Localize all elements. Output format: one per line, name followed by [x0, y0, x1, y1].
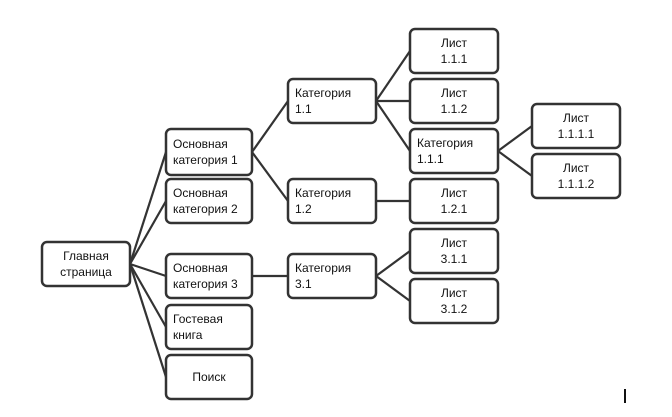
node-home: Главная страница	[40, 240, 132, 288]
node-label-line: Основная	[173, 137, 228, 151]
node-search: Поиск	[164, 353, 254, 401]
node-box	[408, 127, 500, 175]
edge-home-main3	[129, 262, 167, 278]
node-label-line: Категория	[295, 186, 351, 200]
node-leaf111: Лист 1.1.1	[408, 27, 500, 75]
node-label-line: 1.1.1	[441, 52, 468, 66]
node-cat12: Категория 1.2	[286, 177, 378, 225]
node-label-line: 1.1	[295, 102, 312, 116]
node-box	[408, 27, 500, 75]
node-label-line: категория 1	[173, 153, 238, 167]
node-box	[164, 303, 254, 351]
edge-home-main1	[128, 151, 168, 265]
node-label-line: Лист	[441, 186, 468, 200]
node-label-line: Гостевая	[173, 312, 223, 326]
node-box	[530, 102, 622, 150]
edge-main1-cat11	[251, 100, 289, 153]
node-leaf1111: Лист 1.1.1.1	[530, 102, 622, 150]
node-box	[164, 353, 254, 401]
node-label-line: Лист	[441, 86, 468, 100]
node-main2: Основная категория 2	[164, 177, 254, 225]
node-label-line: 3.1.1	[441, 252, 468, 266]
node-label-line: Категория	[417, 136, 473, 150]
node-leaf311: Лист 3.1.1	[408, 227, 500, 275]
node-label-line: категория 3	[173, 277, 238, 291]
node-label-line: Главная	[63, 249, 109, 263]
node-box	[530, 152, 622, 200]
node-box	[408, 277, 500, 325]
node-box	[408, 77, 500, 125]
node-box	[164, 127, 254, 177]
node-label-line: 1.1.1.1	[558, 127, 595, 141]
node-box	[286, 252, 378, 300]
edge-cat111-leaf1111	[497, 125, 533, 152]
edge-cat31-leaf311	[375, 250, 411, 277]
node-label-line: страница	[60, 265, 112, 279]
node-label-line: Категория	[295, 261, 351, 275]
node-leaf1112: Лист 1.1.1.2	[530, 152, 622, 200]
edge-cat31-leaf312	[375, 275, 411, 302]
node-label-line: Лист	[563, 161, 590, 175]
edge-home-main2	[129, 200, 167, 265]
node-cat111: Категория 1.1.1	[408, 127, 500, 175]
edge-home-search	[128, 263, 168, 378]
node-label-line: категория 2	[173, 202, 238, 216]
node-label-line: Категория	[295, 86, 351, 100]
node-cat11: Категория 1.1	[286, 77, 378, 125]
edge-home-guestbook	[129, 263, 167, 328]
node-main3: Основная категория 3	[164, 252, 254, 300]
node-label-line: Лист	[441, 36, 468, 50]
node-label-line: 3.1.2	[441, 302, 468, 316]
node-box	[164, 252, 254, 300]
node-box	[286, 177, 378, 225]
node-box	[164, 177, 254, 225]
node-label-line: 1.2	[295, 202, 312, 216]
node-main1: Основная категория 1	[164, 127, 254, 177]
node-label-line: Поиск	[192, 370, 226, 384]
node-box	[408, 177, 500, 225]
node-label-line: Лист	[441, 236, 468, 250]
node-label-line: Лист	[563, 111, 590, 125]
node-leaf112: Лист 1.1.2	[408, 77, 500, 125]
edge-main1-cat12	[251, 151, 289, 202]
node-label-line: 3.1	[295, 277, 312, 291]
node-label-line: Основная	[173, 261, 228, 275]
edge-cat11-leaf111	[375, 50, 411, 102]
node-cat31: Категория 3.1	[286, 252, 378, 300]
edges-layer	[128, 50, 533, 378]
node-label-line: Лист	[441, 286, 468, 300]
text-cursor-mark	[624, 389, 626, 403]
node-label-line: 1.1.1.2	[558, 177, 595, 191]
edge-cat111-leaf1112	[497, 150, 533, 177]
node-label-line: 1.2.1	[441, 202, 468, 216]
node-leaf312: Лист 3.1.2	[408, 277, 500, 325]
node-box	[408, 227, 500, 275]
node-guestbook: Гостевая книга	[164, 303, 254, 351]
node-label-line: 1.1.1	[417, 152, 444, 166]
node-label-line: книга	[173, 328, 203, 342]
edge-cat11-cat111	[375, 100, 411, 152]
node-label-line: 1.1.2	[441, 102, 468, 116]
node-leaf121: Лист 1.2.1	[408, 177, 500, 225]
node-box	[40, 240, 132, 288]
node-label-line: Основная	[173, 186, 228, 200]
node-box	[286, 77, 378, 125]
